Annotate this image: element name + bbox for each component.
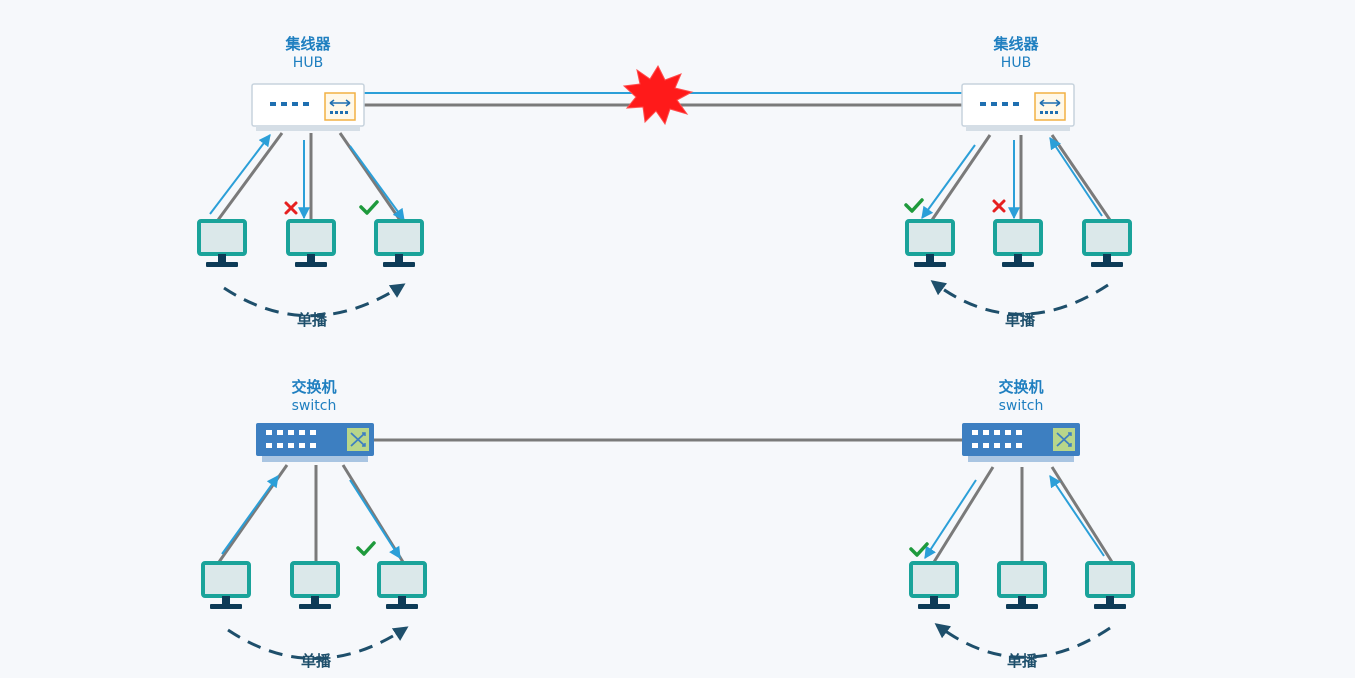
monitor-icon [997,561,1047,611]
switch-left-name-cn: 交换机 [291,378,336,396]
cross-icon [992,199,1006,213]
monitor-icon [909,561,959,611]
unicast-label: 单播 [297,311,328,329]
monitor-icon [1082,219,1132,269]
hub-left-name-cn: 集线器 [284,35,331,53]
hub-right-name-cn: 集线器 [992,35,1039,53]
hub-device-icon [251,83,365,132]
cross-icon [284,201,298,215]
hub-left: 集线器 HUB 单播 [197,35,424,329]
switch-right: 交换机 switch 单播 [909,378,1135,670]
check-icon [356,541,376,556]
monitor-icon [374,219,424,269]
switch-left-name-en: switch [292,398,337,414]
collision-burst-icon [622,64,694,126]
unicast-label: 单播 [301,652,332,670]
check-icon [904,198,924,213]
unicast-label: 单播 [1005,311,1036,329]
monitor-icon [197,219,247,269]
hub-left-name-en: HUB [293,55,323,71]
switch-right-name-en: switch [999,398,1044,414]
monitor-icon [377,561,427,611]
monitor-icon [201,561,251,611]
hub-right-name-en: HUB [1001,55,1031,71]
monitor-icon [905,219,955,269]
monitor-icon [290,561,340,611]
check-icon [359,200,379,215]
switch-device-icon [961,422,1081,463]
hub-device-icon [961,83,1075,132]
switch-left: 交换机 switch 单播 [201,378,427,670]
check-icon [909,542,929,557]
monitor-icon [1085,561,1135,611]
monitor-icon [993,219,1043,269]
unicast-label: 单播 [1007,652,1038,670]
monitor-icon [286,219,336,269]
switch-right-name-cn: 交换机 [998,378,1043,396]
switch-device-icon [255,422,375,463]
hub-right: 集线器 HUB 单播 [904,35,1132,329]
